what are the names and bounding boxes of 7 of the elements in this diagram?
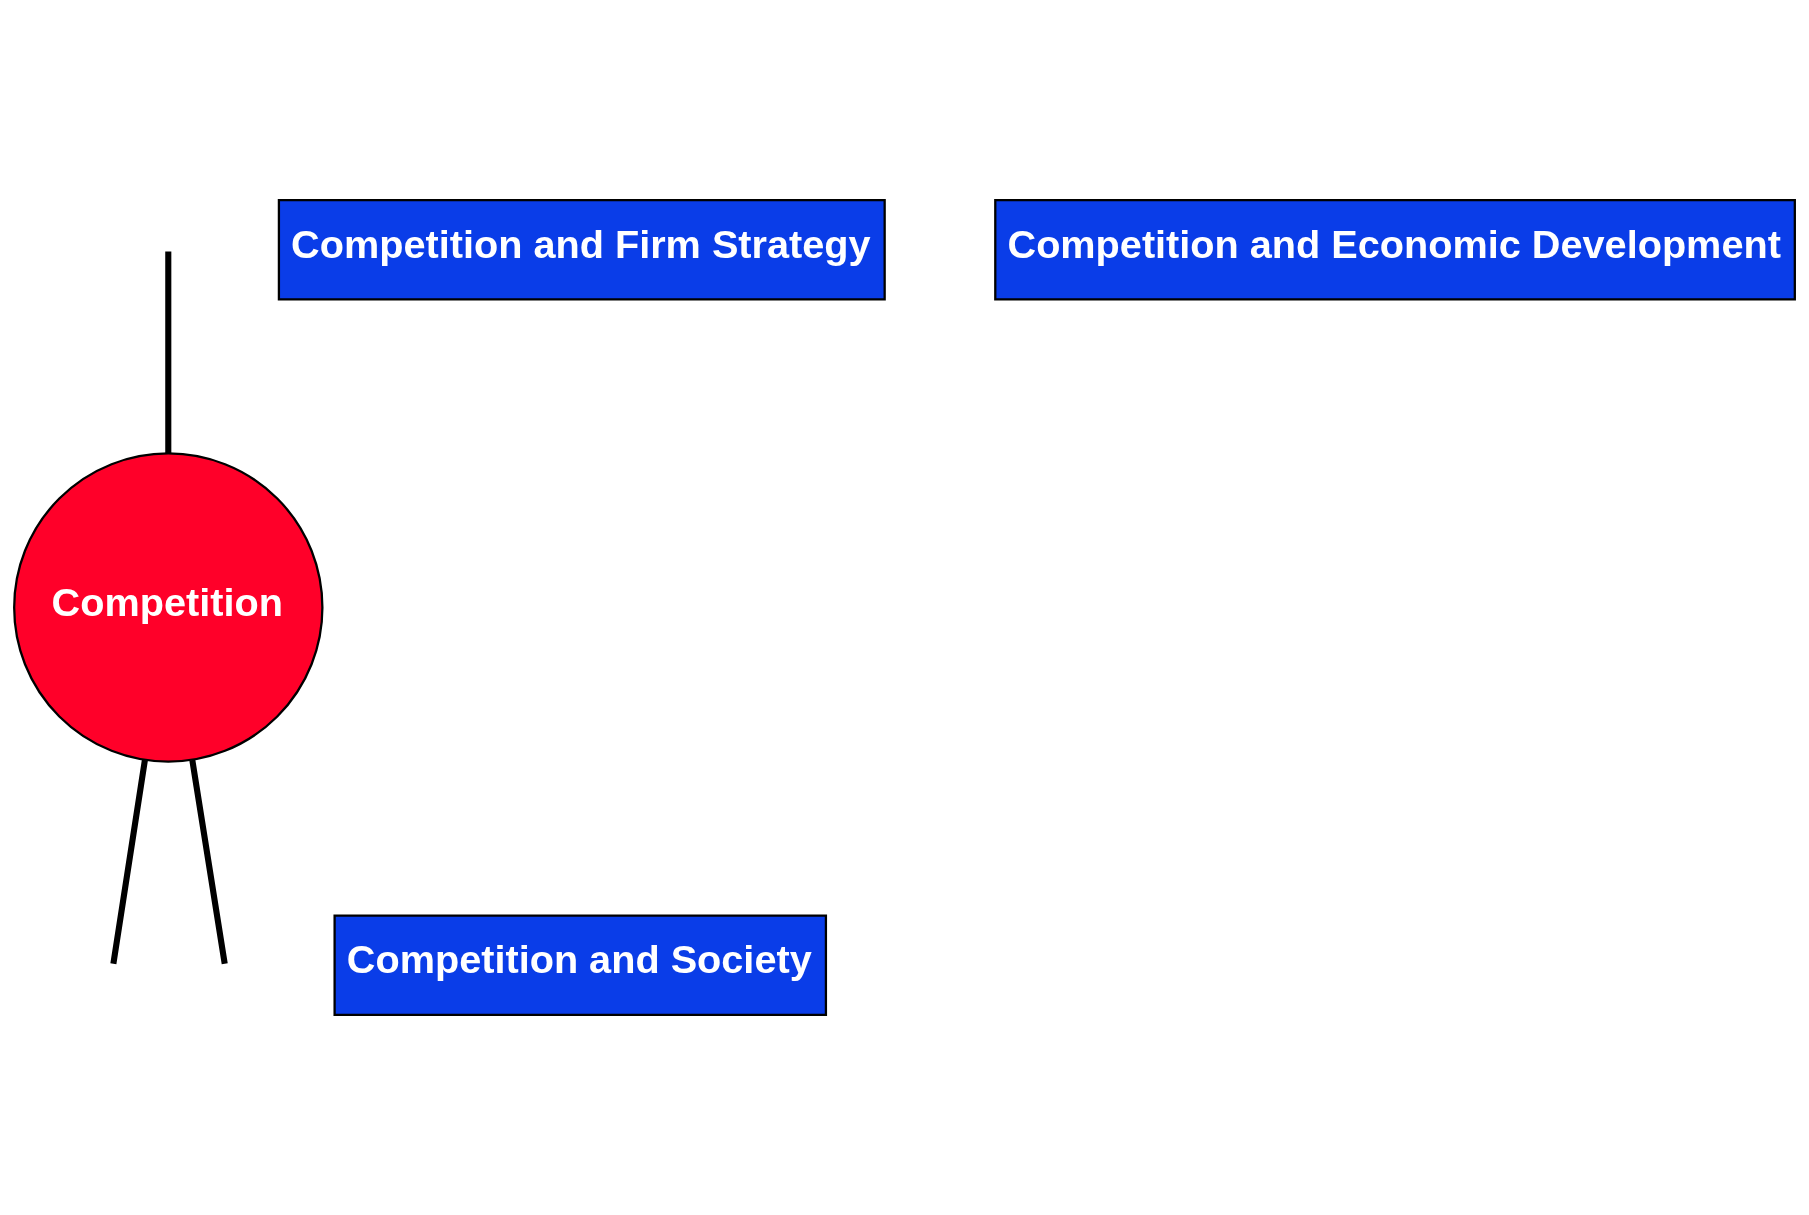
connector	[189, 759, 228, 965]
node-box: Competition and Firm Strategy	[277, 198, 886, 301]
connector	[110, 759, 148, 965]
connector	[165, 251, 172, 454]
node-box: Competition and Society	[333, 914, 828, 1017]
node-circle: Competition	[13, 452, 324, 763]
node-box: Competition and Economic Development	[994, 198, 1796, 301]
